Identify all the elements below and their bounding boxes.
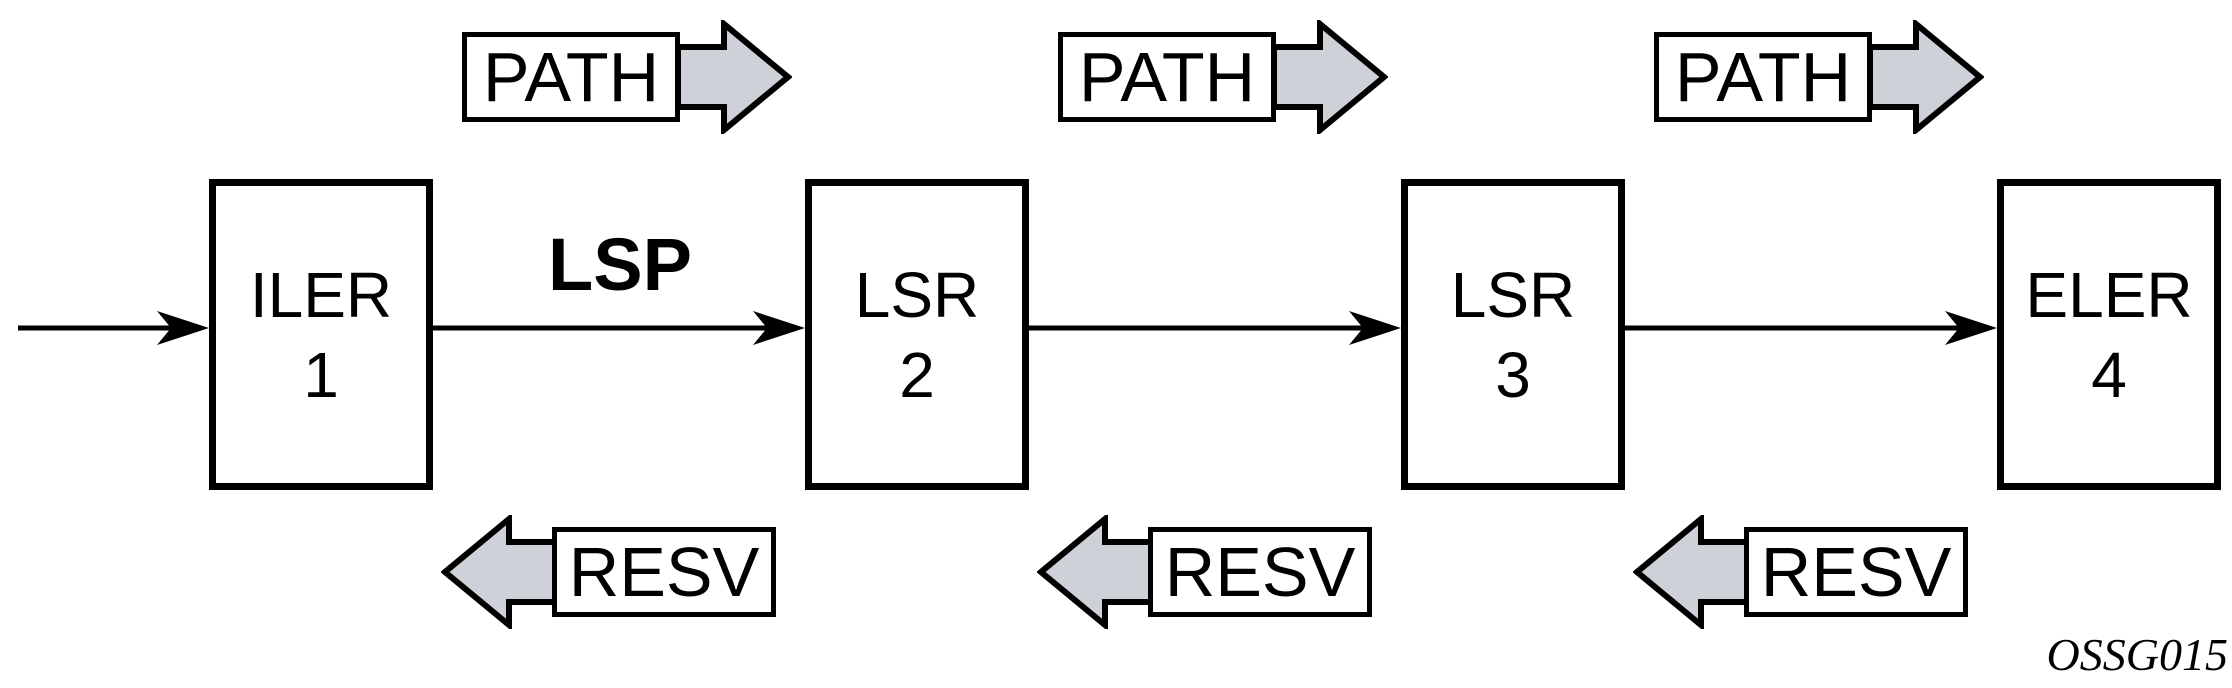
flow-arrow-ingress — [18, 311, 209, 345]
flow-arrow-node1-node2 — [433, 311, 805, 345]
flow-arrow-node3-node4 — [1624, 311, 1997, 345]
resv-label: RESV — [1760, 533, 1952, 611]
path-label: PATH — [1674, 38, 1852, 116]
node-name: LSR — [1450, 258, 1576, 331]
left-block-arrow-icon — [1037, 515, 1153, 629]
path-label-box: PATH — [1654, 32, 1872, 122]
resv-message-1: RESV — [441, 515, 777, 629]
right-block-arrow-icon — [676, 20, 792, 134]
lsp-label: LSP — [548, 223, 692, 306]
flow-arrow-node2-node3 — [1028, 311, 1401, 345]
node-number: 2 — [899, 338, 935, 411]
right-block-arrow-icon — [1272, 20, 1388, 134]
resv-message-2: RESV — [1037, 515, 1373, 629]
path-label-box: PATH — [1058, 32, 1276, 122]
resv-label-box: RESV — [552, 527, 776, 617]
node-name: ELER — [2025, 258, 2193, 331]
path-label: PATH — [1078, 38, 1256, 116]
node-box-lsr3: LSR 3 — [1401, 179, 1625, 490]
right-block-arrow-icon — [1868, 20, 1984, 134]
resv-label: RESV — [568, 533, 760, 611]
path-message-2: PATH — [1058, 20, 1394, 134]
path-message-1: PATH — [462, 20, 798, 134]
figure-code: OSSG015 — [2046, 629, 2228, 680]
resv-label-box: RESV — [1148, 527, 1372, 617]
path-message-3: PATH — [1654, 20, 1990, 134]
node-number: 1 — [303, 338, 339, 411]
path-label-box: PATH — [462, 32, 680, 122]
left-block-arrow-icon — [1633, 515, 1749, 629]
resv-message-3: RESV — [1633, 515, 1969, 629]
node-box-lsr2: LSR 2 — [805, 179, 1029, 490]
resv-label: RESV — [1164, 533, 1356, 611]
node-box-eler4: ELER 4 — [1997, 179, 2221, 490]
node-number: 4 — [2091, 338, 2127, 411]
path-label: PATH — [482, 38, 660, 116]
resv-label-box: RESV — [1744, 527, 1968, 617]
left-block-arrow-icon — [441, 515, 557, 629]
node-name: ILER — [249, 258, 393, 331]
node-number: 3 — [1495, 338, 1531, 411]
node-box-iler1: ILER 1 — [209, 179, 433, 490]
node-name: LSR — [854, 258, 980, 331]
